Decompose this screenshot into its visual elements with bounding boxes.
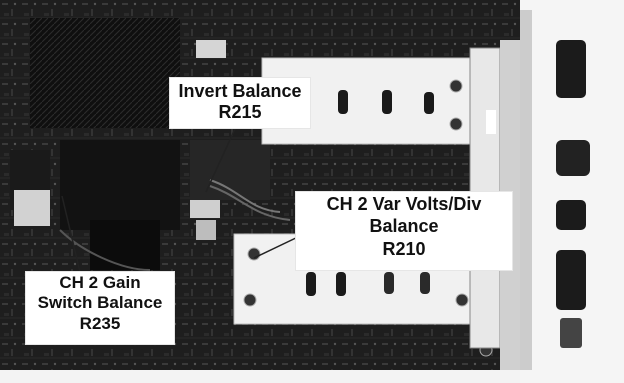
invert-balance-ref: R215 xyxy=(218,102,262,123)
var-volts-div-ref: R210 xyxy=(382,238,426,259)
gain-switch-sublabel: Switch Balance xyxy=(37,293,163,313)
var-volts-div-label: CH 2 Var Volts/Div xyxy=(326,194,482,214)
invert-balance-callout: Invert Balance R215 xyxy=(170,78,310,128)
var-volts-div-sublabel: Balance xyxy=(369,216,439,237)
gain-switch-label: CH 2 Gain xyxy=(59,273,141,292)
gain-switch-balance-callout: CH 2 Gain Switch Balance R235 xyxy=(26,272,174,344)
var-volts-div-balance-callout: CH 2 Var Volts/Div Balance R210 xyxy=(296,192,512,270)
invert-balance-label: Invert Balance xyxy=(178,81,302,101)
gain-switch-ref: R235 xyxy=(79,313,121,333)
